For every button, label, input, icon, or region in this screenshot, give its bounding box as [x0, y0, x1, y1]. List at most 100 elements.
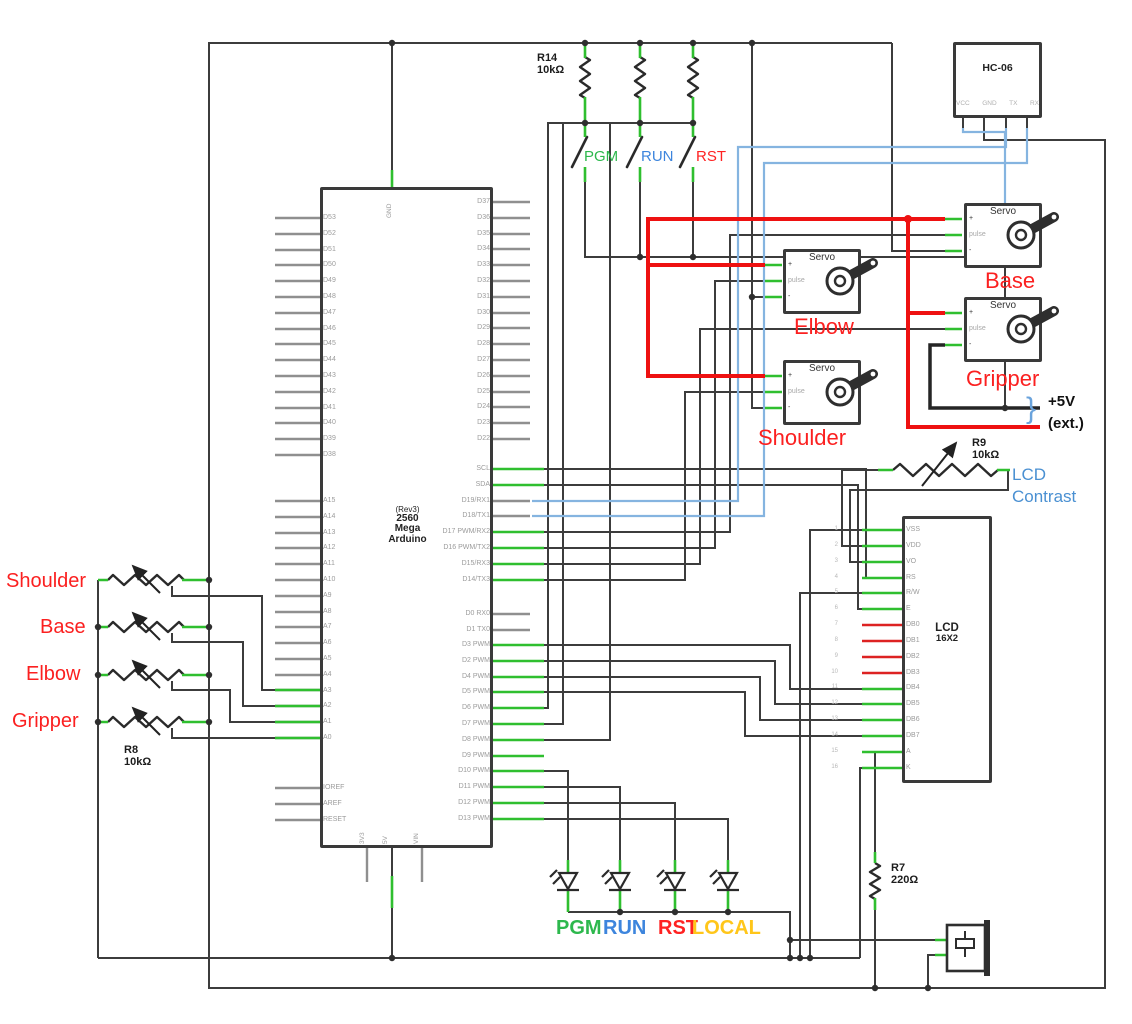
lcd-title-line2: 16X2 [935, 633, 959, 644]
pin-label: pulse [788, 276, 805, 284]
pin-label: + [969, 309, 974, 316]
pin-label: A [906, 747, 911, 755]
pin-label: VO [906, 557, 917, 565]
pin-label: D26 [477, 371, 490, 379]
pin-label: D52 [323, 229, 336, 237]
arduino-title: (Rev3) 2560 Mega Arduino [330, 505, 485, 545]
pin-label: E [906, 605, 911, 613]
pin-number: 1 [834, 526, 838, 532]
ext-power-brace: } [1026, 392, 1037, 425]
switch-blades [570, 135, 697, 169]
servo-elbow-label: Elbow [794, 314, 854, 339]
pin-label: D28 [477, 340, 490, 348]
pin-label: + [969, 215, 974, 222]
pin-label: D8 PWM [462, 735, 490, 743]
pin-label: D15/RX3 [461, 559, 490, 567]
pot-elbow-label: Elbow [26, 663, 81, 685]
servo-elbow-title: Servo [808, 252, 836, 263]
pin-number: 10 [831, 668, 838, 675]
led-pgm-label: PGM [556, 917, 602, 939]
pin-label: D35 [477, 229, 490, 237]
pin-number: 16 [831, 763, 838, 770]
switch-run-label: RUN [641, 148, 674, 165]
power-junction-dot [904, 215, 912, 223]
pin-label: D46 [323, 324, 336, 332]
pin-label: D32 [477, 276, 490, 284]
pin-label: D3 PWM [462, 641, 490, 648]
pin-label: AREF [323, 799, 342, 807]
pin-label: DB5 [906, 700, 920, 708]
servo-horn-icon [1006, 212, 1059, 250]
pin-label: DB6 [906, 716, 920, 724]
pin-label: VSS [906, 526, 921, 533]
switch-rst-label: RST [696, 148, 726, 165]
led-run-label: RUN [603, 917, 647, 939]
pin-number: 8 [834, 636, 838, 643]
pin-label: D13 PWM [458, 814, 490, 822]
pin-label: D18/TX1 [462, 512, 490, 520]
servo-power-bus [646, 217, 1040, 429]
ext-gnd-wire [928, 343, 1040, 410]
pin-label: D14/TX3 [462, 575, 490, 583]
pin-label: A5 [323, 654, 332, 662]
pin-number: 3 [834, 557, 838, 564]
arduino-family: Mega [394, 523, 421, 534]
pin-label: SDA [475, 480, 490, 488]
pot-base-label: Base [40, 616, 86, 638]
pin-label: - [788, 403, 791, 411]
lcd-contrast-label-1: LCD [1012, 465, 1047, 484]
pin-label: DB3 [906, 668, 920, 676]
pin-number: 14 [831, 731, 838, 738]
pin-label: A4 [323, 670, 332, 678]
pin-number: 7 [834, 621, 838, 628]
pin-label: D36 [477, 213, 490, 221]
pin-number: 13 [831, 716, 838, 723]
r14-label: R14 10kΩ [537, 52, 564, 76]
pin-label: A8 [323, 607, 332, 615]
pin-label: D34 [477, 245, 490, 253]
pot-gripper-label: Gripper [12, 710, 79, 732]
pin-label: D51 [323, 245, 336, 253]
pin-label: K [906, 763, 911, 771]
servo-gripper-label: Gripper [966, 366, 1040, 391]
led-symbols [549, 869, 739, 892]
pin-label: DB4 [906, 684, 920, 692]
pin-label: A11 [323, 560, 335, 568]
pin-label: D31 [477, 292, 490, 300]
r14-value: 10kΩ [537, 64, 565, 76]
pin-label: A13 [323, 528, 336, 536]
pin-label: pulse [969, 230, 986, 238]
pin-label: D39 [323, 435, 336, 443]
pin-label: D30 [477, 308, 490, 316]
pin-label: DB1 [906, 636, 920, 644]
servo-gripper-title: Servo [989, 300, 1017, 311]
servo-gripper-pins: +pulse- [969, 305, 986, 352]
pin-label: A1 [323, 718, 332, 726]
pin-label: A14 [323, 512, 336, 520]
arduino-brand: Arduino [388, 534, 427, 545]
ground-and-signal-wires [97, 42, 1106, 989]
pin-label: A0 [323, 733, 332, 741]
arduino-vin-pin-label: VIN [413, 833, 420, 844]
hc06-bluetooth-module [953, 42, 1042, 118]
lcd-unused-pin-stubs [862, 623, 902, 675]
r7-name: R7 [891, 862, 906, 874]
arduino-gnd-pin-label: GND [386, 203, 393, 218]
pin-number: 15 [831, 747, 838, 754]
pin-label: D37 [477, 198, 490, 205]
pin-label: RESET [323, 815, 347, 823]
hc06-title: HC-06 [982, 62, 1013, 74]
pin-label: R/W [906, 589, 920, 597]
pin-number: 12 [831, 700, 838, 707]
pin-label: + [788, 261, 793, 268]
pin-label: D22 [477, 434, 490, 442]
pin-label: - [969, 246, 972, 254]
